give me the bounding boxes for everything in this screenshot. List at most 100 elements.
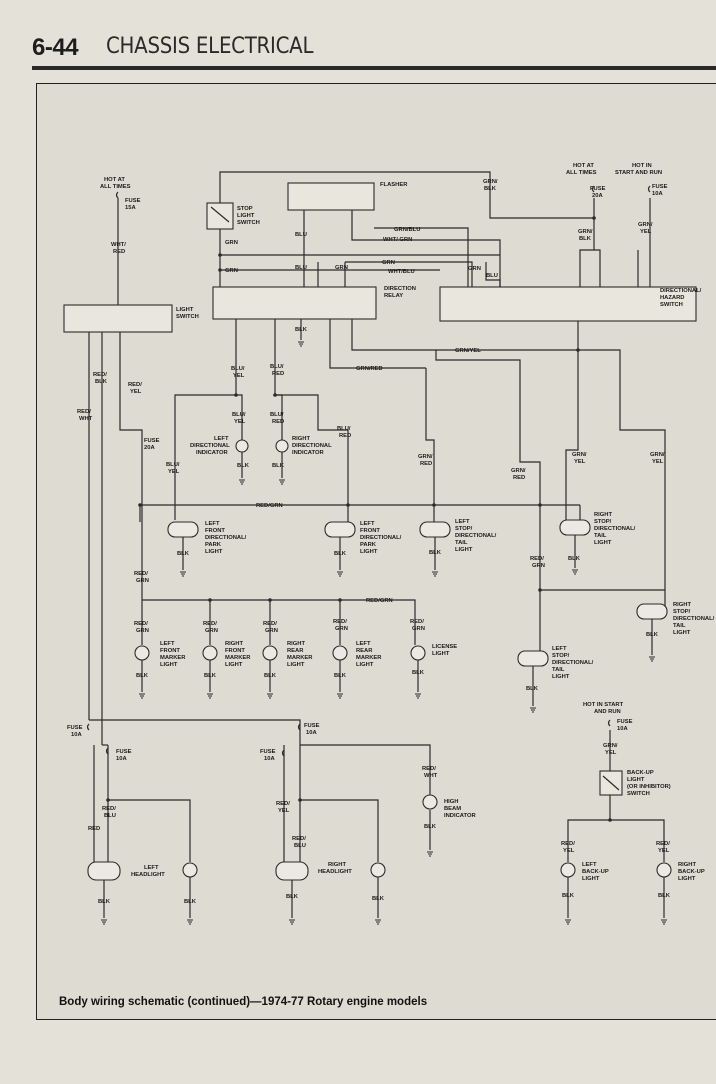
svg-text:BLK: BLK: [424, 824, 437, 830]
svg-text:WHT/ GRN: WHT/ GRN: [383, 237, 412, 243]
svg-text:LIGHT: LIGHT: [160, 662, 178, 668]
svg-text:RIGHT: RIGHT: [678, 862, 696, 868]
svg-text:BLU/: BLU/: [231, 366, 245, 372]
right-directional-indicator-lamp: [275, 439, 289, 453]
label-hot-all-times: HOT AT: [104, 177, 125, 183]
right-rear-marker-lamp: [262, 645, 278, 661]
svg-text:FUSE: FUSE: [260, 749, 276, 755]
svg-text:RED/: RED/: [203, 621, 217, 627]
svg-text:TAIL: TAIL: [455, 540, 468, 546]
svg-text:YEL: YEL: [233, 373, 245, 379]
svg-text:RIGHT: RIGHT: [225, 641, 243, 647]
svg-text:FUSE: FUSE: [590, 186, 606, 192]
left-backup-lamp: [560, 862, 576, 878]
svg-text:FUSE: FUSE: [617, 719, 633, 725]
svg-text:HEADLIGHT: HEADLIGHT: [131, 872, 165, 878]
left-front-park-lamp: [324, 521, 356, 538]
svg-text:MARKER: MARKER: [225, 655, 251, 661]
svg-text:RED/: RED/: [530, 556, 544, 562]
svg-text:BLU: BLU: [295, 265, 307, 271]
svg-text:FUSE: FUSE: [125, 198, 141, 204]
right-backup-lamp: [656, 862, 672, 878]
fuse-10a-top: [647, 185, 651, 193]
right-front-marker-lamp: [202, 645, 218, 661]
svg-text:BACK-UP: BACK-UP: [582, 869, 609, 875]
svg-text:LIGHT: LIGHT: [360, 549, 378, 555]
svg-text:REAR: REAR: [287, 648, 304, 654]
svg-text:10A: 10A: [652, 191, 663, 197]
svg-text:LICENSE: LICENSE: [432, 644, 457, 650]
svg-text:GRN/RED: GRN/RED: [356, 366, 383, 372]
svg-text:GRN/: GRN/: [603, 743, 618, 749]
right-headlight-aux-lamp: [370, 862, 386, 878]
svg-text:BLK: BLK: [98, 899, 111, 905]
svg-text:YEL: YEL: [168, 469, 180, 475]
svg-text:LEFT: LEFT: [205, 521, 220, 527]
svg-text:WHT/BLU: WHT/BLU: [388, 269, 415, 275]
svg-text:BLK: BLK: [204, 673, 217, 679]
svg-text:YEL: YEL: [563, 848, 575, 854]
svg-text:LEFT: LEFT: [582, 862, 597, 868]
svg-text:GRN/: GRN/: [572, 452, 587, 458]
svg-text:RED/: RED/: [77, 409, 91, 415]
svg-text:RED/: RED/: [276, 801, 290, 807]
svg-text:TAIL: TAIL: [594, 533, 607, 539]
svg-text:LEFT: LEFT: [214, 436, 229, 442]
svg-text:BLK: BLK: [484, 186, 497, 192]
svg-text:FUSE: FUSE: [652, 184, 668, 190]
svg-text:FUSE: FUSE: [67, 725, 83, 731]
license-lamp: [410, 645, 426, 661]
svg-text:GRN/: GRN/: [650, 452, 665, 458]
stop-light-switch-box: [206, 202, 234, 230]
svg-text:MARKER: MARKER: [287, 655, 313, 661]
svg-text:BLK: BLK: [95, 379, 108, 385]
svg-text:STOP/: STOP/: [455, 526, 473, 532]
left-stop-tail-lamp: [419, 521, 451, 538]
left-directional-indicator-lamp: [235, 439, 249, 453]
svg-text:LIGHT: LIGHT: [225, 662, 243, 668]
right-headlight-lamp: [275, 861, 309, 881]
svg-text:GRN: GRN: [136, 628, 149, 634]
svg-text:BLK: BLK: [526, 686, 539, 692]
page-number: 6-44: [32, 34, 79, 61]
svg-text:RED: RED: [420, 461, 432, 467]
fuse-15a: [115, 191, 119, 199]
svg-text:BLK: BLK: [429, 550, 442, 556]
svg-text:RED/: RED/: [93, 372, 107, 378]
svg-text:GRN/: GRN/: [483, 179, 498, 185]
svg-text:DIRECTIONAL: DIRECTIONAL: [292, 443, 332, 449]
svg-text:LIGHT: LIGHT: [552, 674, 570, 680]
svg-text:BLU: BLU: [486, 273, 498, 279]
svg-text:WHT/: WHT/: [111, 242, 126, 248]
svg-text:GRN/: GRN/: [638, 222, 653, 228]
svg-text:STOP/: STOP/: [673, 609, 691, 615]
svg-text:BLU/: BLU/: [337, 426, 351, 432]
svg-text:ALL TIMES: ALL TIMES: [566, 170, 597, 176]
svg-text:ALL TIMES: ALL TIMES: [100, 184, 131, 190]
svg-text:BLK: BLK: [579, 236, 592, 242]
svg-text:LEFT: LEFT: [160, 641, 175, 647]
svg-text:BLK: BLK: [334, 673, 347, 679]
svg-text:FUSE: FUSE: [116, 749, 132, 755]
svg-text:RED/: RED/: [292, 836, 306, 842]
svg-text:GRN/BLU: GRN/BLU: [394, 227, 420, 233]
fuse-10a-e: [607, 719, 611, 727]
fuse-10a-a: [86, 723, 90, 731]
svg-text:BACK-UP: BACK-UP: [678, 869, 705, 875]
svg-text:RIGHT: RIGHT: [287, 641, 305, 647]
svg-text:BLK: BLK: [286, 894, 299, 900]
left-front-marker-lamp: [134, 645, 150, 661]
svg-text:YEL: YEL: [652, 459, 664, 465]
svg-text:SWITCH: SWITCH: [660, 302, 683, 308]
middle-wiring: [88, 332, 666, 745]
svg-text:PARK: PARK: [360, 542, 377, 548]
svg-text:BACK-UP: BACK-UP: [627, 770, 654, 776]
svg-text:20A: 20A: [592, 193, 603, 199]
svg-text:LIGHT: LIGHT: [673, 630, 691, 636]
svg-text:STOP/: STOP/: [552, 653, 570, 659]
fuse-20a: [591, 185, 595, 193]
svg-text:RED: RED: [339, 433, 351, 439]
svg-text:YEL: YEL: [640, 229, 652, 235]
svg-text:LIGHT: LIGHT: [205, 549, 223, 555]
svg-text:BLK: BLK: [412, 670, 425, 676]
